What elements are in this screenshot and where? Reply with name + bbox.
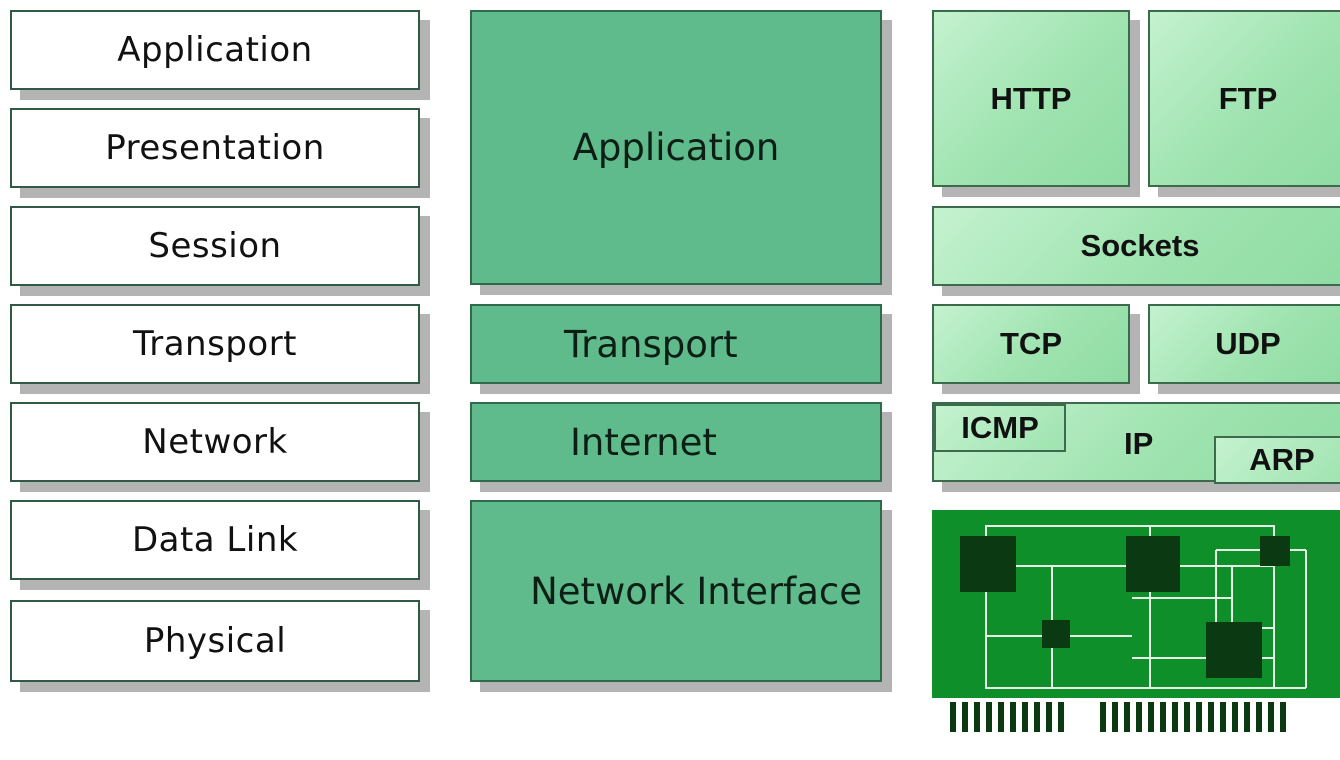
chip [960,536,1016,592]
protocol-tcp: TCP [932,304,1130,384]
protocol-label: UDP [1215,326,1281,361]
osi-layer-transport: Transport [10,304,420,384]
tcpip-layer-label: Network Interface [530,569,862,613]
edge-connector [950,702,1286,732]
tcpip-layer-transport: Transport [470,304,882,384]
chip [1042,620,1070,648]
protocol-ftp: FTP [1148,10,1340,187]
chip [1126,536,1180,592]
circuit-board-svg [932,510,1340,732]
osi-layer-label: Physical [143,621,287,661]
tcpip-layer-internet: Internet [470,402,882,482]
protocol-http: HTTP [932,10,1130,187]
network-interface-card-icon [932,510,1340,756]
protocol-ip-label: IP [1124,426,1154,461]
chip [1206,622,1262,678]
osi-layer-physical: Physical [10,600,420,682]
osi-layer-label: Network [142,422,288,462]
osi-layer-session: Session [10,206,420,286]
tcpip-layer-label: Transport [564,322,738,366]
osi-layer-application: Application [10,10,420,90]
protocol-label: Sockets [1080,228,1200,263]
protocol-label: HTTP [990,80,1072,116]
osi-layer-label: Transport [132,324,298,364]
protocol-arp: ARP [1214,436,1340,484]
protocol-label: ICMP [961,410,1039,445]
protocol-udp: UDP [1148,304,1340,384]
tcpip-layer-network-interface: Network Interface [470,500,882,682]
protocol-ip: ICMP IP ARP [932,402,1340,484]
protocol-label: TCP [1000,326,1062,361]
protocol-label: ARP [1249,442,1315,477]
tcpip-layer-label: Application [572,126,780,169]
tcpip-layer-application: Application [470,10,882,285]
protocol-icmp: ICMP [934,404,1066,452]
chip [1260,536,1290,566]
osi-layer-label: Presentation [105,128,325,168]
osi-layer-presentation: Presentation [10,108,420,188]
osi-layer-label: Session [148,226,282,266]
osi-layer-label: Application [117,30,313,70]
osi-layer-network: Network [10,402,420,482]
protocol-sockets: Sockets [932,206,1340,286]
protocol-label: FTP [1218,80,1278,116]
osi-layer-label: Data Link [131,520,299,560]
tcpip-layer-label: Internet [570,420,717,464]
osi-layer-data-link: Data Link [10,500,420,580]
